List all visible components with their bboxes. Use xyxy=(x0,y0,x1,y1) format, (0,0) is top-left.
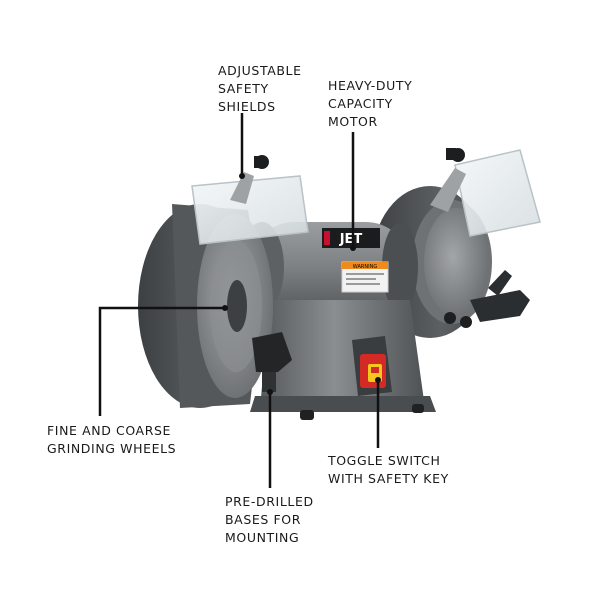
brand-plate xyxy=(322,228,380,248)
toggle-switch xyxy=(360,354,386,388)
warning-label-text: WARNING xyxy=(353,264,378,270)
leader-lines xyxy=(98,113,381,488)
leader-wheels xyxy=(98,306,225,416)
left-safety-shield xyxy=(191,155,309,245)
left-tool-rest xyxy=(252,332,292,392)
brand-logo: JET xyxy=(339,232,363,247)
callout-safety-shields: ADJUSTABLE SAFETY SHIELDS xyxy=(218,63,302,114)
callout-motor: HEAVY-DUTY CAPACITY MOTOR xyxy=(328,78,413,129)
callout-bases: PRE-DRILLED BASES FOR MOUNTING xyxy=(225,494,314,545)
motor-housing: JET WARNING xyxy=(240,222,418,312)
callout-toggle-switch: TOGGLE SWITCH WITH SAFETY KEY xyxy=(328,453,449,486)
right-tool-rest xyxy=(444,270,530,328)
right-safety-shield xyxy=(430,148,541,237)
callout-grinding-wheels: FINE AND COARSE GRINDING WHEELS xyxy=(47,423,177,456)
